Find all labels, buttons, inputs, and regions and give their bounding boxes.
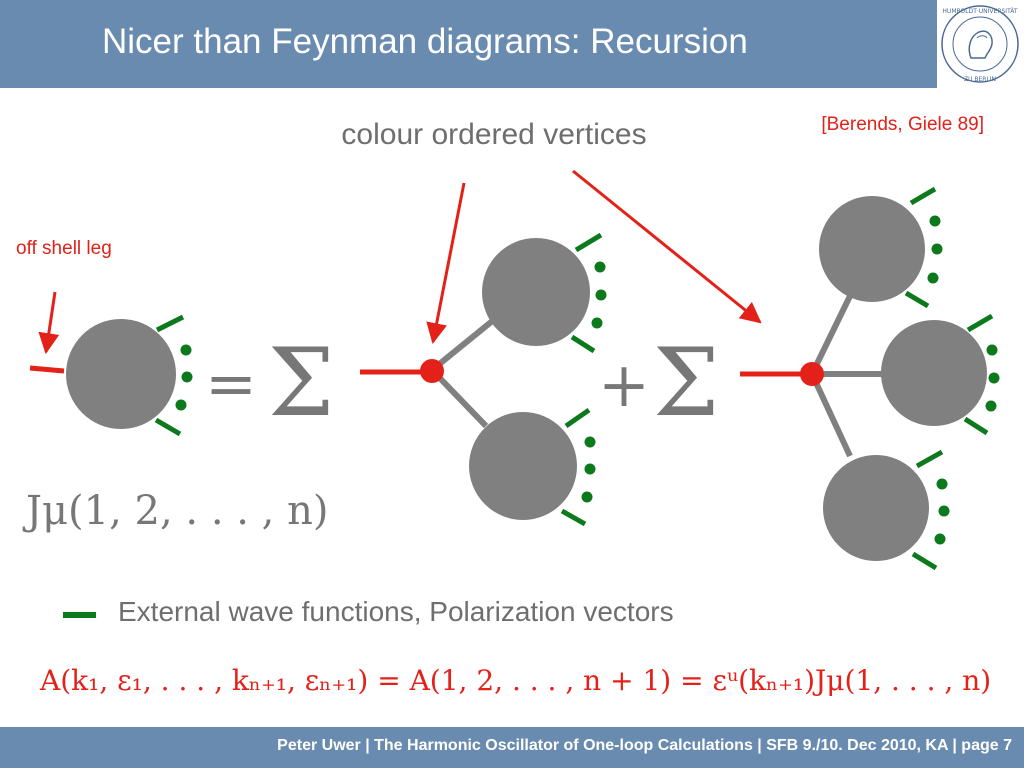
university-seal-icon: HUMBOLDT·UNIVERSITÄT ZU BERLIN bbox=[941, 5, 1019, 83]
leg-dot bbox=[934, 533, 946, 545]
external-leg bbox=[574, 232, 603, 253]
footer-text: Peter Uwer | The Harmonic Oscillator of … bbox=[277, 737, 1012, 754]
leg-dot bbox=[595, 289, 607, 301]
current-formula: Jμ(1, 2, . . . , n) bbox=[26, 488, 329, 534]
internal-line bbox=[430, 315, 498, 373]
leg-dot bbox=[931, 243, 943, 255]
three-point-vertex-term bbox=[360, 232, 607, 527]
external-wave-functions-label: External wave functions, Polarization ve… bbox=[118, 596, 674, 627]
sub-current-blob bbox=[881, 320, 987, 426]
leg-dot bbox=[936, 478, 948, 490]
slide-subtitle: colour ordered vertices bbox=[341, 118, 647, 151]
header-bar: Nicer than Feynman diagrams: Recursion H… bbox=[0, 0, 1024, 88]
sub-current-blob bbox=[469, 412, 577, 520]
sub-current-blob bbox=[482, 238, 590, 346]
leg-dot bbox=[584, 436, 596, 448]
equals-sign: = bbox=[205, 347, 257, 420]
four-point-vertex-term bbox=[740, 186, 1000, 571]
vertex-dot bbox=[420, 359, 444, 383]
university-logo: HUMBOLDT·UNIVERSITÄT ZU BERLIN bbox=[937, 0, 1024, 88]
leg-dot bbox=[594, 261, 606, 273]
leg-dot bbox=[175, 399, 187, 411]
leg-dot bbox=[988, 372, 1000, 384]
vertex-dot bbox=[800, 362, 824, 386]
slide-title: Nicer than Feynman diagrams: Recursion bbox=[102, 22, 748, 61]
leg-dot bbox=[938, 505, 950, 517]
sub-current-blob bbox=[819, 196, 925, 302]
footer-bar: Peter Uwer | The Harmonic Oscillator of … bbox=[0, 727, 1024, 768]
leg-dot bbox=[986, 344, 998, 356]
off-shell-leg bbox=[29, 365, 65, 374]
leg-dot bbox=[591, 317, 603, 329]
external-leg bbox=[966, 313, 994, 333]
leg-dot bbox=[929, 215, 941, 227]
external-leg bbox=[904, 290, 930, 309]
external-leg bbox=[963, 416, 989, 436]
external-leg bbox=[155, 314, 185, 333]
external-leg bbox=[911, 551, 938, 571]
svg-text:HUMBOLDT·UNIVERSITÄT: HUMBOLDT·UNIVERSITÄT bbox=[942, 8, 1017, 15]
sum-symbol-1: Σ bbox=[268, 329, 334, 438]
leg-dot bbox=[584, 463, 596, 475]
external-leg bbox=[909, 186, 937, 206]
leg-dot bbox=[581, 491, 593, 503]
current-blob-left bbox=[29, 314, 193, 437]
leg-dot bbox=[985, 400, 997, 412]
internal-line bbox=[809, 294, 853, 376]
external-leg bbox=[915, 449, 944, 469]
external-leg bbox=[570, 334, 596, 354]
citation-label: [Berends, Giele 89] bbox=[821, 114, 984, 135]
internal-line bbox=[809, 372, 853, 458]
svg-text:ZU BERLIN: ZU BERLIN bbox=[964, 76, 996, 83]
leg-dot bbox=[181, 371, 193, 383]
external-leg bbox=[154, 417, 182, 437]
current-blob bbox=[66, 319, 176, 429]
leg-dot bbox=[927, 272, 939, 284]
vertex-arrow bbox=[426, 182, 466, 345]
external-leg bbox=[560, 508, 587, 527]
amplitude-formula: A(k₁, ε₁, . . . , kₙ₊₁, εₙ₊₁) = A(1, 2, … bbox=[40, 664, 992, 697]
sub-current-blob bbox=[823, 455, 929, 561]
vertex-arrow bbox=[572, 169, 762, 324]
off-shell-label: off shell leg bbox=[16, 238, 112, 259]
sum-symbol-2: Σ bbox=[653, 329, 719, 438]
external-leg bbox=[564, 407, 591, 429]
plus-sign: + bbox=[598, 348, 650, 421]
leg-dot bbox=[180, 344, 192, 356]
internal-line bbox=[429, 367, 489, 429]
off-shell-arrow bbox=[38, 291, 60, 355]
